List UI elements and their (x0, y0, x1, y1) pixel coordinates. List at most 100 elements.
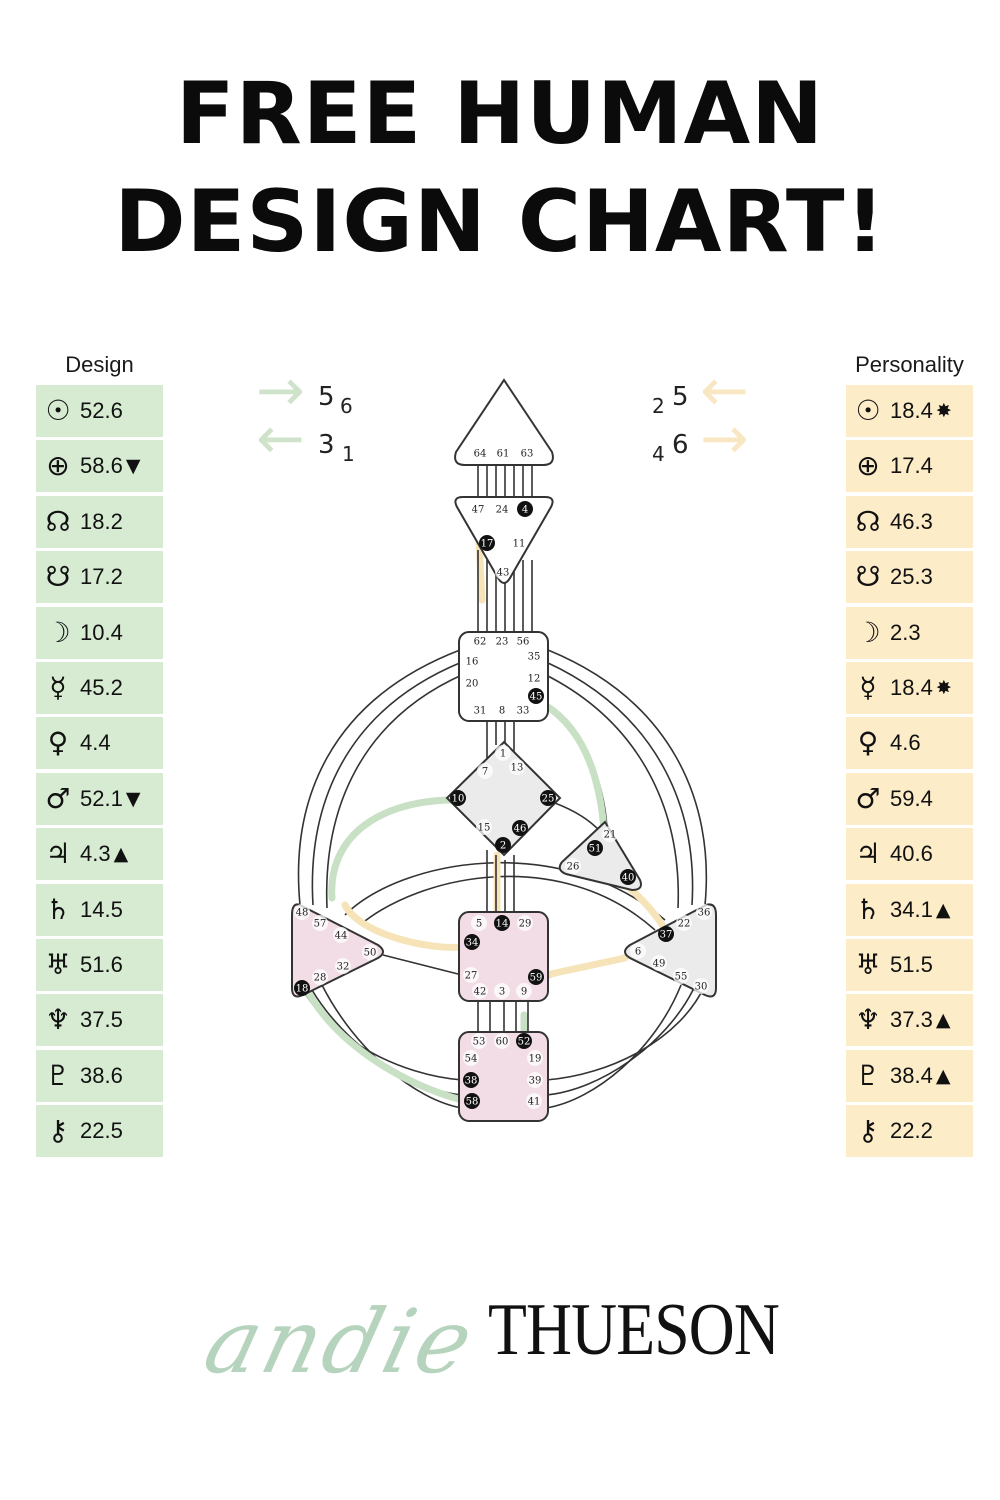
gate-label: 12 (528, 674, 541, 685)
jupiter-icon: ♃ (855, 837, 881, 871)
channel-g-spleen (328, 797, 451, 901)
gate-label: 32 (337, 962, 350, 973)
gate-dot (495, 837, 511, 853)
pluto-icon: ♇ (855, 1058, 881, 1092)
gate-dot (527, 1050, 543, 1066)
mercury-icon: ☿ (859, 670, 877, 704)
design-top-small: 6 (340, 394, 353, 418)
left-arrow-icon: ← (700, 356, 749, 424)
personality-row: ♀4.6 (846, 717, 973, 770)
gate-label: 18 (296, 984, 309, 995)
personality-row: ♂59.4 (846, 772, 973, 825)
personality-row: ☿18.4✸ (846, 661, 973, 714)
personality-row: ☋25.3 (846, 551, 973, 604)
personality-top-big: 5 (672, 382, 689, 412)
design-value: 52.1 (80, 785, 123, 811)
throat-center (458, 631, 549, 722)
channel-arc-2 (359, 875, 656, 931)
channel-solar-root-3 (545, 984, 682, 1109)
gate-label: 39 (529, 1076, 542, 1087)
gate-dot (676, 915, 692, 931)
design-row: ♀4.4 (36, 717, 163, 770)
gate-label: 45 (530, 692, 543, 703)
gate-label: 61 (497, 449, 510, 460)
north-node-icon: ☊ (855, 504, 881, 538)
personality-column-title: Personality (855, 352, 964, 377)
design-value: 14.5 (80, 896, 123, 922)
gate-dot (526, 670, 542, 686)
personality-row: ♇38.4▲ (846, 1049, 973, 1102)
gate-dot (464, 1093, 480, 1109)
gate-label: 47 (472, 505, 485, 516)
personality-mark: ▲ (935, 898, 951, 921)
headline-line-1: FREE HUMAN (175, 64, 825, 164)
gate-dot (463, 967, 479, 983)
gate-label: 31 (474, 706, 487, 717)
personality-mark: ▲ (935, 1009, 951, 1032)
gate-label: 8 (499, 706, 505, 717)
gate-dot (494, 633, 510, 649)
design-value: 38.6 (80, 1062, 123, 1088)
design-row: ♄14.5 (36, 883, 163, 936)
channel-spleen-root-3 (321, 984, 463, 1109)
design-value: 22.5 (80, 1118, 123, 1144)
channel-loop-1 (297, 649, 461, 906)
sacral-center (458, 911, 549, 1002)
chiron-icon: ⚷ (47, 1114, 69, 1148)
design-top-big: 5 (318, 382, 335, 412)
gate-label: 13 (511, 763, 524, 774)
gate-dot (620, 869, 636, 885)
gate-label: 41 (528, 1097, 541, 1108)
channel-spleen-sacral-arc (344, 861, 666, 921)
north-node-icon: ☊ (45, 504, 71, 538)
gate-dot (516, 983, 532, 999)
gate-dot (673, 968, 689, 984)
south-node-icon: ☋ (45, 560, 71, 594)
gate-label: 37 (660, 930, 673, 941)
design-value: 58.6 (80, 453, 123, 479)
gate-dot (472, 983, 488, 999)
personality-column: ☉18.4✸⊕17.4☊46.3☋25.3☽2.3☿18.4✸♀4.6♂59.4… (846, 385, 973, 1160)
gate-dot (470, 501, 486, 517)
gate-label: 24 (496, 505, 509, 516)
personality-value: 4.6 (890, 730, 921, 756)
channel-loop-3 (325, 673, 465, 909)
personality-mark: ✸ (935, 400, 952, 422)
personality-bottom-big: 6 (672, 430, 689, 460)
gate-label: 23 (496, 637, 509, 648)
design-row: ♆37.5 (36, 994, 163, 1047)
gate-dot (526, 648, 542, 664)
gate-label: 26 (567, 862, 580, 873)
design-row: ☽10.4 (36, 606, 163, 659)
design-value: 51.6 (80, 951, 123, 977)
design-value: 17.2 (80, 564, 123, 590)
left-arrow-icon: ← (256, 404, 305, 472)
gate-dot (494, 501, 510, 517)
design-bottom-small: 1 (342, 442, 355, 466)
gate-dot (528, 969, 544, 985)
ajna-center (454, 496, 554, 584)
personality-value: 17.4 (890, 453, 933, 479)
personality-row: ♆37.3▲ (846, 994, 973, 1047)
channel-spleen-root-2 (311, 989, 463, 1096)
design-highlight-spleen-root (300, 981, 466, 1104)
design-row: ☊18.2 (36, 495, 163, 548)
channel-spleen-sacral (382, 954, 463, 976)
gate-label: 20 (466, 679, 479, 690)
gate-dot (494, 983, 510, 999)
gate-dot (477, 763, 493, 779)
gate-dot (651, 955, 667, 971)
design-value: 37.5 (80, 1007, 123, 1033)
personality-row: ♃40.6 (846, 828, 973, 881)
design-row: ♅51.6 (36, 938, 163, 991)
gate-label: 1 (500, 749, 506, 760)
channel-solar-root-2 (545, 989, 694, 1096)
gate-label: 35 (528, 652, 541, 663)
gate-label: 48 (296, 908, 309, 919)
moon-icon: ☽ (45, 615, 71, 649)
design-bottom-big: 3 (318, 430, 335, 460)
channel-loop-2 (311, 661, 463, 906)
gate-dot (472, 702, 488, 718)
right-arrow-icon: → (256, 356, 305, 424)
earth-icon: ⊕ (46, 449, 70, 483)
